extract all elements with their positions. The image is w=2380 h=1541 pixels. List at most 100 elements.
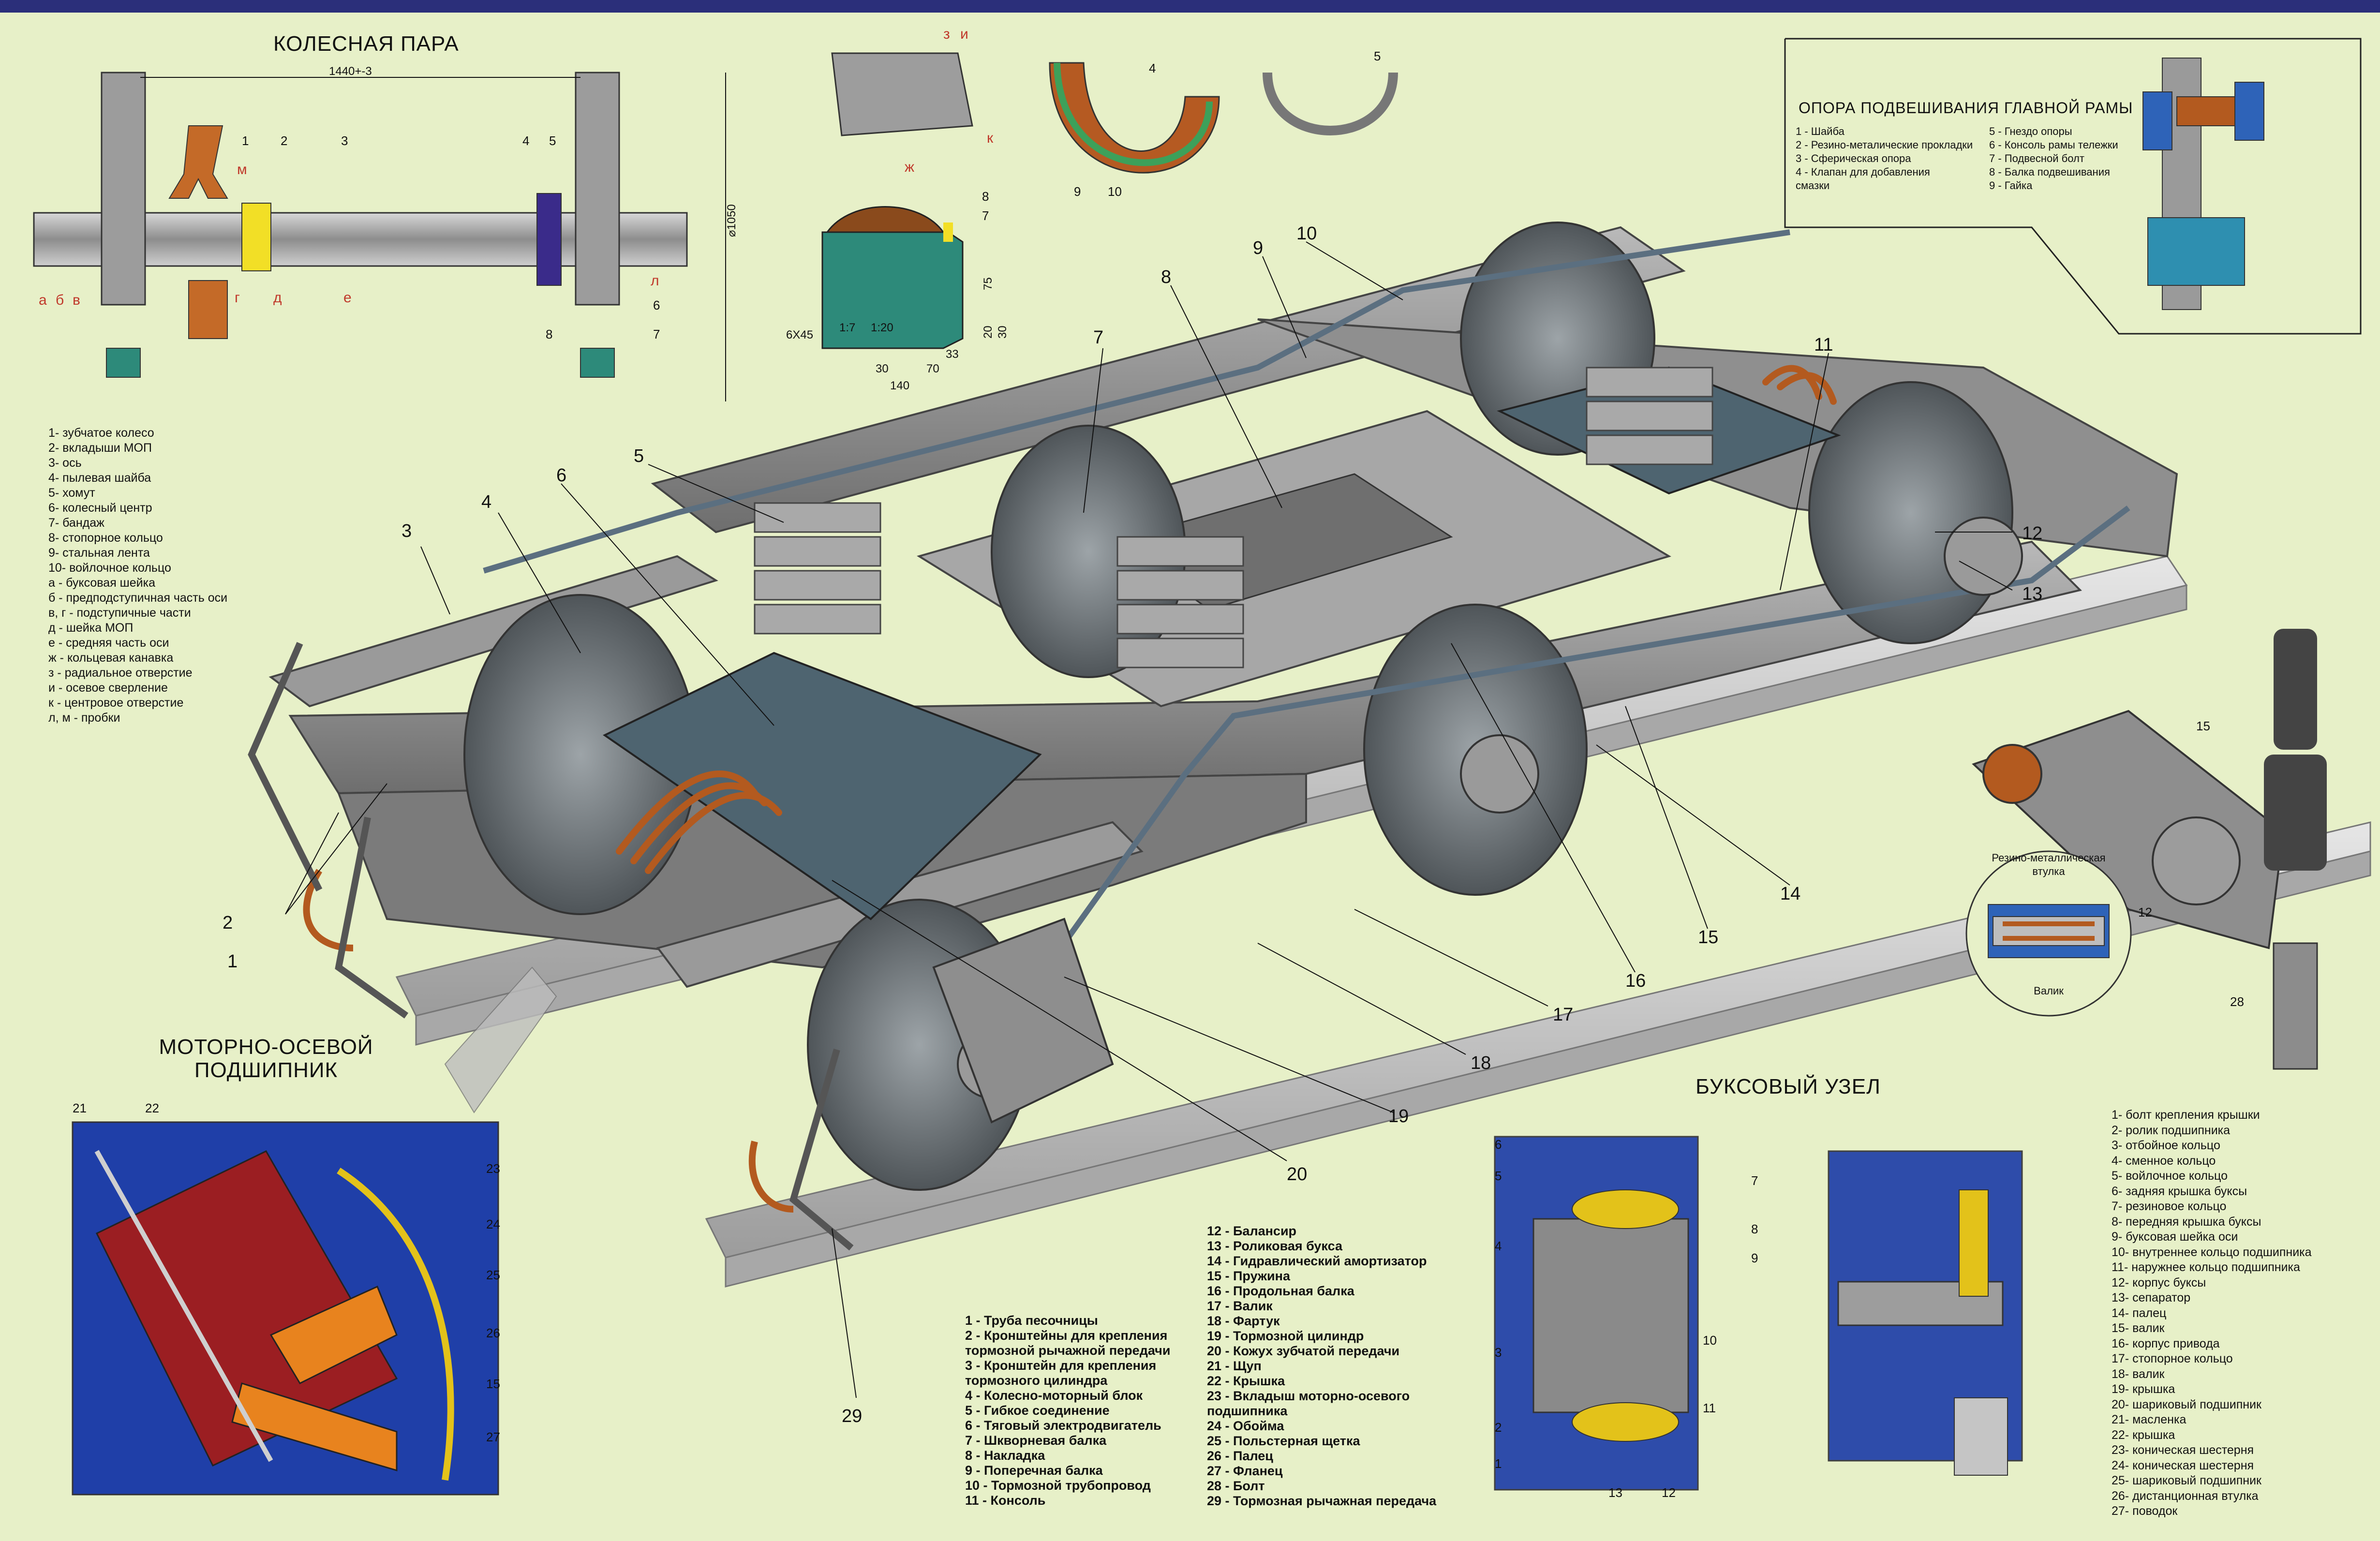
dim-140: 140: [890, 379, 909, 392]
letter-z: з: [943, 26, 950, 42]
main-legend-item: 7 - Шкворневая балка: [965, 1433, 1107, 1448]
axlebox-legend-item: 27- поводок: [2112, 1504, 2178, 1518]
wheels: [463, 222, 2013, 1191]
dim-70: 70: [926, 362, 939, 375]
axlebox-legend: 1- болт крепления крышки 2- ролик подшип…: [2112, 1108, 2312, 1519]
callout-11: 11: [1814, 335, 1833, 355]
wheelset-legend: 1- зубчатое колесо 2- вкладыши МОП 3- ос…: [48, 426, 227, 726]
wheelset-legend-item: 5- хомут: [48, 486, 95, 500]
axlebox-legend-item: 20- шариковый подшипник: [2112, 1397, 2261, 1411]
suspension-legend-item: 7 - Подвесной болт: [1989, 152, 2084, 164]
wheelset-legend-item: е - средняя часть оси: [48, 636, 169, 650]
ws-callout-4: 4: [522, 133, 529, 148]
mb-callout-22: 22: [145, 1101, 159, 1115]
axlebox-legend-item: 4- сменное кольцо: [2112, 1154, 2216, 1168]
mb-callout-24: 24: [486, 1217, 500, 1231]
suspension-legend-item: 3 - Сферическая опора: [1796, 152, 1911, 164]
ws-callout-7: 7: [653, 327, 660, 341]
dim-30: 30: [876, 362, 889, 375]
pin-label: Валик: [2034, 985, 2064, 997]
main-legend-item: 4 - Колесно-моторный блок: [965, 1388, 1143, 1403]
axlebox-legend-item: 10- внутреннее кольцо подшипника: [2112, 1245, 2312, 1259]
suspension-legend-col2: 5 - Гнездо опоры 6 - Консоль рамы тележк…: [1989, 125, 2118, 193]
axlebox-legend-item: 16- корпус привода: [2112, 1336, 2220, 1350]
ws-callout-6: 6: [653, 298, 660, 312]
main-legend-item: 12 - Балансир: [1207, 1224, 1297, 1238]
suspension-legend-item: 9 - Гайка: [1989, 179, 2033, 192]
part-callout-5: 5: [1374, 49, 1381, 63]
main-legend-item: подшипника: [1207, 1404, 1288, 1418]
main-legend-item: 10 - Тормозной трубопровод: [965, 1478, 1151, 1493]
suspension-title: ОПОРА ПОДВЕШИВАНИЯ ГЛАВНОЙ РАМЫ: [1799, 99, 2133, 117]
dim-chamfer: 6X45: [786, 328, 813, 341]
rubber-bushing-label: Резино-металлическая втулка: [1935, 851, 2162, 878]
sand-pipe: [303, 869, 354, 951]
callout-8: 8: [1161, 267, 1171, 287]
callout-14: 14: [1780, 884, 1800, 904]
dim-wheel-dia: ⌀1050: [725, 204, 738, 237]
wheelset-legend-item: 4- пылевая шайба: [48, 471, 151, 485]
letter-l: л: [651, 273, 659, 289]
main-legend-item: 5 - Гибкое соединение: [965, 1403, 1110, 1418]
main-legend-item: 13 - Роликовая букса: [1207, 1239, 1342, 1253]
letter-b: б: [56, 292, 64, 308]
ws-callout-2: 2: [281, 133, 287, 148]
axlebox-legend-item: 5- войлочное кольцо: [2112, 1169, 2228, 1183]
main-legend-item: 9 - Поперечная балка: [965, 1463, 1103, 1478]
dim-track: 1440+-3: [329, 65, 372, 78]
ab-callout-3: 3: [1495, 1345, 1502, 1360]
motor-axial-bearing: [72, 966, 557, 1496]
axlebox-legend-item: 21- масленка: [2112, 1413, 2187, 1426]
brake-pipeline: [483, 229, 2130, 945]
dimensions: 1440+-3 ⌀1050 6X45 1:7 1:20 30 70 140 33…: [329, 65, 1009, 392]
main-legend-item: 11 - Консоль: [965, 1493, 1046, 1508]
bearing-shell-parts: [831, 52, 1398, 174]
main-legend-item: 19 - Тормозной цилиндр: [1207, 1329, 1364, 1343]
main-legend-item: 28 - Болт: [1207, 1479, 1265, 1493]
ws-callout-5: 5: [549, 133, 556, 148]
bal-callout-15: 15: [2196, 719, 2210, 733]
callout-16: 16: [1625, 971, 1646, 991]
callout-12: 12: [2022, 523, 2042, 544]
rail-front: [705, 821, 2371, 1288]
callout-2: 2: [223, 913, 233, 933]
suspension-box: [1784, 38, 2362, 335]
callout-4: 4: [481, 492, 491, 512]
part-callout-10: 10: [1108, 184, 1122, 199]
main-legend-item: 3 - Кронштейн для крепления: [965, 1358, 1157, 1373]
part-callout-9: 9: [1074, 184, 1081, 199]
spring-packs: [754, 367, 1713, 668]
ws-callout-1: 1: [242, 133, 249, 148]
mb-callout-23: 23: [486, 1161, 500, 1176]
ab-callout-1: 1: [1495, 1456, 1502, 1471]
suspension-legend-col1: 1 - Шайба 2 - Резино-металические прокла…: [1796, 125, 1973, 193]
mb-callout-15: 15: [486, 1377, 500, 1391]
bal-callout-12: 12: [2138, 905, 2152, 919]
axlebox-legend-item: 25- шариковый подшипник: [2112, 1474, 2261, 1487]
callout-15: 15: [1698, 927, 1718, 948]
wheelset-legend-item: 3- ось: [48, 456, 82, 470]
wheelset-legend-item: 10- войлочное кольцо: [48, 561, 171, 575]
wheelset-legend-item: в, г - подступичные части: [48, 606, 191, 620]
ab-callout-12: 12: [1662, 1485, 1676, 1500]
callout-18: 18: [1471, 1053, 1491, 1073]
suspension-legend-item: 5 - Гнездо опоры: [1989, 125, 2072, 137]
ab-callout-5: 5: [1495, 1169, 1502, 1183]
mb-callout-27: 27: [486, 1430, 500, 1444]
main-legend-item: 6 - Тяговый электродвигатель: [965, 1418, 1161, 1433]
wheelset-legend-item: 1- зубчатое колесо: [48, 426, 154, 440]
main-legend-item: 20 - Кожух зубчатой передачи: [1207, 1344, 1400, 1358]
axlebox-legend-item: 8- передняя крышка буксы: [2112, 1215, 2261, 1229]
main-legend-item: 26 - Палец: [1207, 1449, 1273, 1463]
suspension-legend-item: 4 - Клапан для добавления: [1796, 166, 1930, 178]
flexible-connection: [616, 365, 1837, 874]
callout-9: 9: [1253, 238, 1263, 258]
balancer-assembly: [1965, 629, 2327, 1070]
main-legend-item: 17 - Валик: [1207, 1299, 1273, 1313]
main-legend-item: тормозного цилиндра: [965, 1373, 1108, 1388]
dim-r120: 1:20: [871, 321, 893, 334]
axlebox-legend-item: 13- сепаратор: [2112, 1291, 2191, 1304]
axlebox-legend-item: 22- крышка: [2112, 1428, 2175, 1442]
